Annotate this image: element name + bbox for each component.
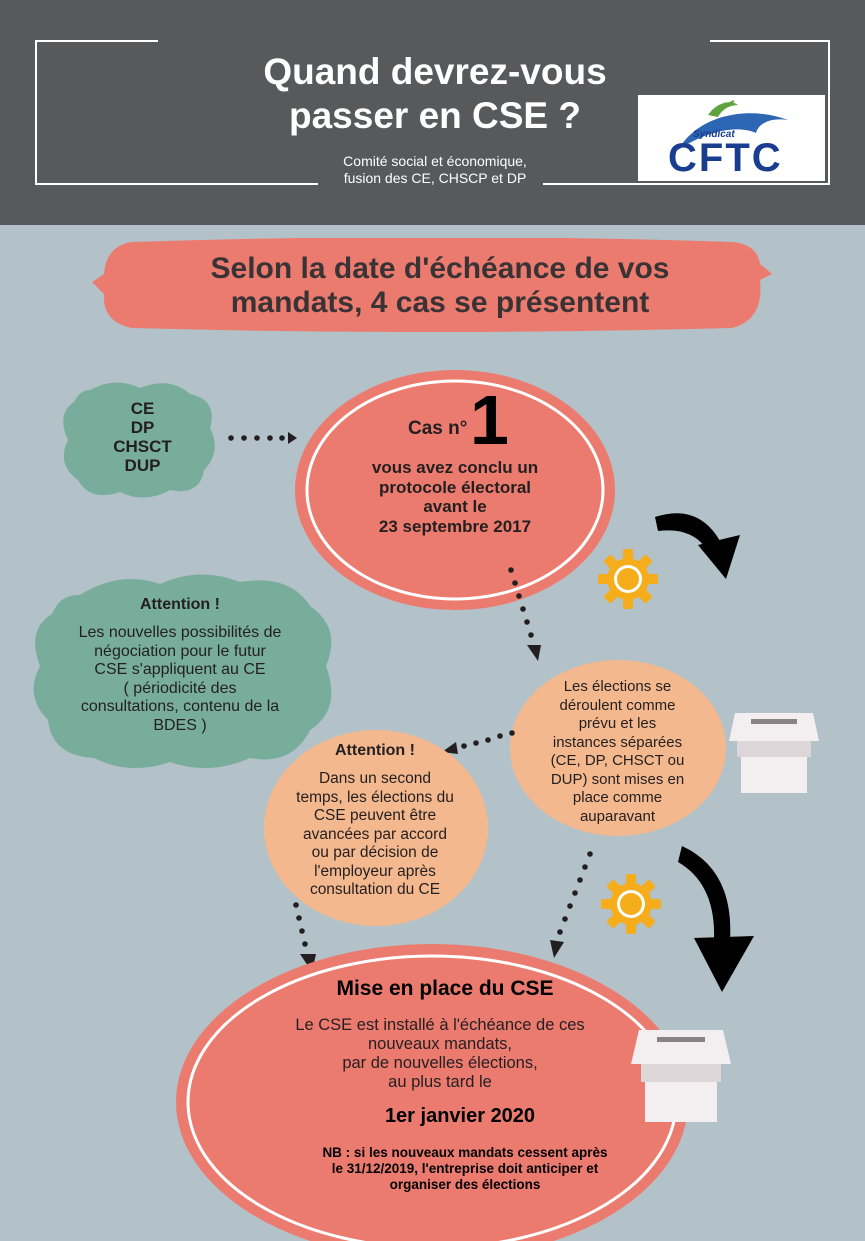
dotted-arrow [228,432,297,444]
attention-text: Dans un second temps, les élections du C… [296,770,454,898]
elections-text: Les élections se déroulent comme prévu e… [550,678,685,825]
case-label: Cas n° [408,418,468,439]
cse-nb: NB : si les nouveaux mandats cessent apr… [322,1145,608,1192]
page-subtitle: Comité social et économique, fusion des … [343,153,527,186]
attention-title: Attention ! [140,596,220,613]
frame-gap [158,38,710,44]
attention-text: Les nouvelles possibilités de négociatio… [78,624,282,734]
ballot-box-icon [729,713,819,793]
case-number: 1 [470,381,509,459]
instances-blob [63,382,215,498]
gear-icon [598,549,658,609]
instances-list: CE DP CHSCT DUP [113,399,172,475]
attention-title: Attention ! [335,742,415,759]
case1-text: vous avez conclu un protocole électoral … [371,458,539,536]
elections-circle [510,660,726,836]
ballot-box-icon [631,1030,731,1122]
case1-circle [295,370,615,610]
logo-syndicat: Syndicat [693,129,735,140]
attention-circle [264,730,488,926]
logo-cftc: CFTC [668,136,783,180]
dotted-arrow [508,567,541,661]
banner-text: Selon la date d'échéance de vos mandats,… [210,252,670,319]
cse-text: Le CSE est installé à l'échéance de ces … [295,1016,585,1091]
dotted-arrow [550,851,593,958]
banner-shape [92,238,772,332]
dotted-arrow [442,730,515,754]
curved-arrow-icon [678,846,754,992]
cse-date: 1er janvier 2020 [384,1105,536,1127]
curved-arrow-icon [655,513,740,579]
cftc-logo: Syndicat CFTC [638,95,825,181]
frame-gap [318,181,543,189]
gear-icon [601,874,661,934]
cse-title: Mise en place du CSE [336,977,554,1000]
attention-blob [33,574,332,769]
page-title: Quand devrez-vous passer en CSE ? [263,51,607,136]
dove-icon [678,100,788,150]
